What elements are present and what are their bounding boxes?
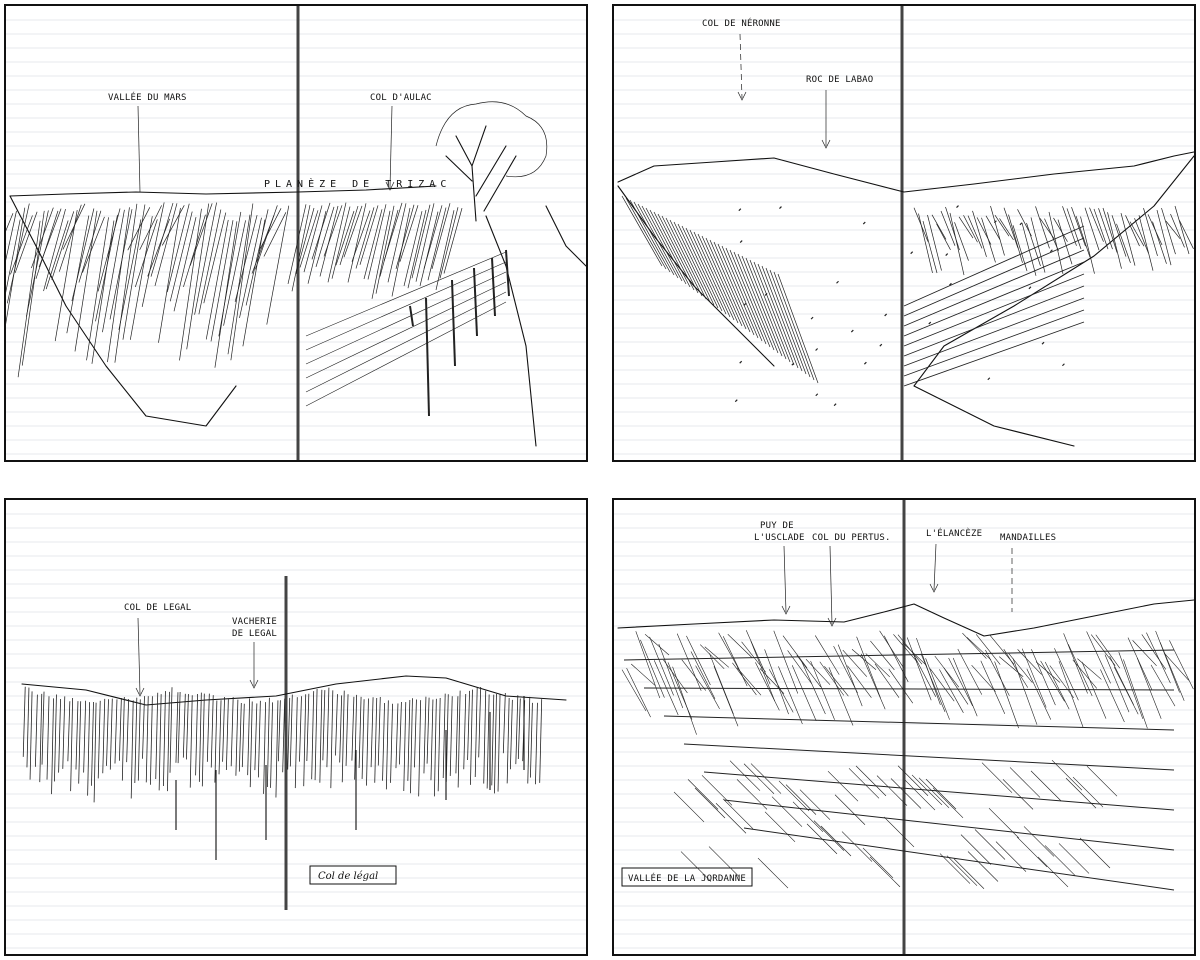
pointer-arrow xyxy=(737,91,747,101)
ridge-lines xyxy=(623,649,1175,891)
valley-slope xyxy=(9,195,237,427)
pointer-arrow xyxy=(385,181,395,191)
notebook-rules xyxy=(614,513,1194,949)
label-l-elanceze: L'ÉLANCÈZE xyxy=(926,527,982,539)
hatching-slope xyxy=(621,195,1194,384)
caption-box xyxy=(309,865,397,885)
notebook-rules xyxy=(6,513,586,949)
pointer-arrow xyxy=(827,617,837,627)
label-planeze-de-trizac: PLANÈZE DE TRIZAC xyxy=(264,177,451,190)
pointer-arrow xyxy=(929,583,939,593)
label-mandailles: MANDAILLES xyxy=(1000,533,1056,543)
pointer-arrow xyxy=(821,139,831,149)
sketch-panel-col-de-neronne: COL DE NÉRONNE ROC DE LABAO xyxy=(612,4,1196,462)
sketch-panel-col-de-legal: COL DE LEGAL VACHERIE DE LEGAL Col de lé… xyxy=(4,498,588,956)
label-col-de-legal: COL DE LEGAL xyxy=(124,603,191,613)
horizon-line xyxy=(21,675,567,706)
utility-poles xyxy=(175,696,525,860)
sketch-panel-vallee-de-la-jordanne: PUY DE L'USCLADE COL DU PERTUS. L'ÉLANCÈ… xyxy=(612,498,1196,956)
pointer-line xyxy=(137,105,141,193)
label-col-du-pertus: COL DU PERTUS. xyxy=(812,533,891,543)
label-vacherie: VACHERIE xyxy=(232,617,277,627)
label-col-de-neronne: COL DE NÉRONNE xyxy=(702,17,781,29)
label-puy-de: PUY DE xyxy=(760,521,794,531)
caption-vallee-de-la-jordanne: VALLÉE DE LA JORDANNE xyxy=(628,872,746,884)
horizon-line xyxy=(9,185,437,197)
fence-posts xyxy=(305,249,510,417)
road-edge-right xyxy=(545,205,586,267)
sketch-col-de-legal: COL DE LEGAL VACHERIE DE LEGAL Col de lé… xyxy=(6,513,586,949)
caption-col-de-legal: Col de légal xyxy=(318,871,378,882)
label-vallee-du-mars: VALLÉE DU MARS xyxy=(108,91,187,103)
sketch-vallee-de-la-jordanne: PUY DE L'USCLADE COL DU PERTUS. L'ÉLANCÈ… xyxy=(614,500,1194,954)
tree xyxy=(435,101,548,222)
pointer-line xyxy=(137,617,141,695)
pointer-arrow xyxy=(249,679,259,689)
valley-slope-left xyxy=(617,185,775,367)
pointer-arrow xyxy=(781,605,791,615)
terrace-lines xyxy=(734,205,1085,407)
pointer-line xyxy=(739,33,743,99)
sketch-vallee-du-mars: VALLÉE DU MARS COL D'AULAC PLANÈZE DE TR… xyxy=(6,6,586,460)
label-roc-de-labao: ROC DE LABAO xyxy=(806,75,873,85)
pointer-line xyxy=(783,545,787,613)
road-edge xyxy=(485,215,537,447)
caption-box xyxy=(621,867,753,887)
sketch-panel-vallee-du-mars: VALLÉE DU MARS COL D'AULAC PLANÈZE DE TR… xyxy=(4,4,588,462)
pointer-line xyxy=(389,105,393,189)
pointer-line xyxy=(829,545,833,625)
horizon-line xyxy=(617,599,1194,637)
hatching-slope xyxy=(6,202,463,378)
forest-hatching xyxy=(22,686,543,803)
pointer-line xyxy=(933,543,937,591)
label-l-usclade: L'USCLADE xyxy=(754,533,805,543)
pointer-arrow xyxy=(135,687,145,697)
valley-slope-right xyxy=(913,155,1194,447)
horizon-line xyxy=(617,151,1194,193)
label-col-d-aulac: COL D'AULAC xyxy=(370,93,432,103)
label-de-legal: DE LEGAL xyxy=(232,629,277,639)
sketch-col-de-neronne: COL DE NÉRONNE ROC DE LABAO xyxy=(614,6,1194,460)
